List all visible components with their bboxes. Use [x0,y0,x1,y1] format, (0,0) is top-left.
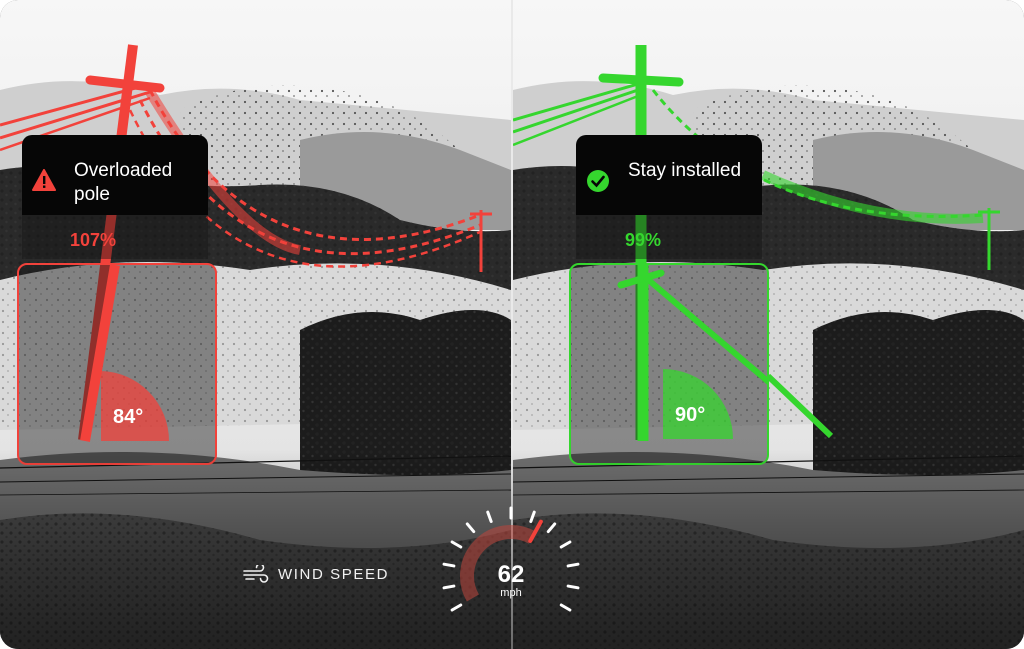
gauge-tick [566,584,580,590]
gauge-tick [559,540,572,549]
gauge-tick [566,562,580,568]
gauge-arc [460,525,536,602]
wind-speed-value: 62 [497,561,525,588]
pole-angle-value: 84° [113,406,144,428]
load-metric-box [576,215,762,259]
pole-angle-focus-box [17,263,217,465]
gauge-tick [486,510,493,523]
status-text: Overloaded pole [74,160,173,205]
wind-speed-label: WIND SPEED [278,566,390,583]
wind-icon [243,565,269,583]
bottom-shade [0,449,1024,649]
gauge-needle [528,519,543,543]
angle-indicator [617,265,767,441]
wind-speed-gauge [442,506,580,612]
check-circle-icon [587,170,609,192]
overloaded-status-card: Overloaded pole [22,135,208,215]
warning-triangle-icon [32,169,56,191]
gauge-ticks [442,506,580,612]
wind-speed-unit: mph [500,587,522,599]
stay-installed-status-card: Stay installed [576,135,762,215]
load-percent: 107% [70,230,117,250]
gauge-tick [559,603,572,612]
gauge-tick [529,510,536,523]
gauge-tick [546,522,557,534]
panel-divider [511,0,513,649]
gauge-tick [450,603,463,612]
angle-indicator [80,265,169,442]
gauge-tick [450,540,463,549]
gauge-tick [465,522,476,534]
pole-angle-focus-box [569,263,769,465]
gauge-tick [442,584,456,590]
load-metric-box [22,215,208,259]
status-text: Stay installed [628,160,742,181]
load-percent: 99% [625,230,662,250]
gauge-tick [442,562,456,568]
pole-angle-value: 90° [675,404,706,426]
